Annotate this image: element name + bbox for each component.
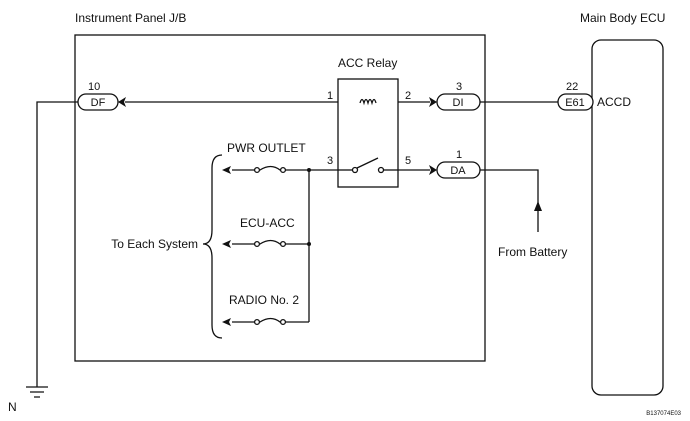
arrow-from-battery [534, 201, 542, 211]
fuse-ecu-acc-icon [257, 239, 283, 245]
ground-symbol [26, 386, 48, 398]
fuse-radio-icon [257, 317, 283, 323]
fuse-pwr-outlet-pin-a [253, 166, 261, 174]
relay-pin-1: 1 [327, 90, 333, 102]
connector-df-code: DF [91, 97, 106, 109]
pwr-outlet-label: PWR OUTLET [227, 141, 306, 155]
junction-box [74, 34, 486, 362]
connector-e61 [557, 93, 594, 111]
fuse-ecu-acc-pin-a [253, 240, 261, 248]
fuse-pwr-outlet-icon [257, 165, 283, 171]
connector-e61-pin: 22 [566, 81, 578, 93]
ground-label: N [8, 400, 17, 414]
main-body-ecu [591, 39, 664, 396]
relay-pin-2: 2 [405, 90, 411, 102]
to-each-system-label: To Each System [111, 237, 198, 251]
junction-box-label: Instrument Panel J/B [75, 11, 186, 25]
ground-wire [36, 101, 78, 387]
connector-df-pin: 10 [88, 81, 100, 93]
connector-di-pin: 3 [456, 81, 462, 93]
acc-relay [337, 78, 399, 188]
fuse-ecu-acc-pin-b [279, 240, 287, 248]
connector-di [436, 93, 481, 111]
relay-coil-icon [359, 98, 377, 106]
arrow-to-df [118, 97, 126, 107]
connector-di-code: DI [453, 97, 464, 109]
relay-contact-left [351, 166, 359, 174]
relay-pin-5: 5 [405, 155, 411, 167]
connector-e61-code: E61 [565, 97, 585, 109]
radio-label: RADIO No. 2 [229, 293, 299, 307]
arrow-pwr-outlet [222, 166, 231, 174]
connector-da-pin: 1 [456, 149, 462, 161]
arrow-radio [222, 318, 231, 326]
relay-contact-right [377, 166, 385, 174]
ecu-terminal-label: ACCD [597, 95, 631, 109]
connector-da-code: DA [450, 165, 466, 177]
relay-switch-arm-icon [356, 157, 379, 169]
figure-id: B137074E03 [646, 411, 681, 417]
connector-df [77, 93, 119, 111]
arrow-ecu-acc [222, 240, 231, 248]
relay-label: ACC Relay [338, 56, 397, 70]
from-battery-label: From Battery [498, 245, 567, 259]
output-brace-icon [202, 154, 223, 339]
ecu-label: Main Body ECU [580, 11, 665, 25]
arrow-to-di [429, 97, 437, 107]
fuse-pwr-outlet-pin-b [279, 166, 287, 174]
ecu-acc-label: ECU-ACC [240, 216, 295, 230]
arrow-to-da [429, 165, 437, 175]
relay-pin-3: 3 [327, 155, 333, 167]
fuse-radio-pin-a [253, 318, 261, 326]
fuse-radio-pin-b [279, 318, 287, 326]
battery-wire [480, 169, 539, 232]
